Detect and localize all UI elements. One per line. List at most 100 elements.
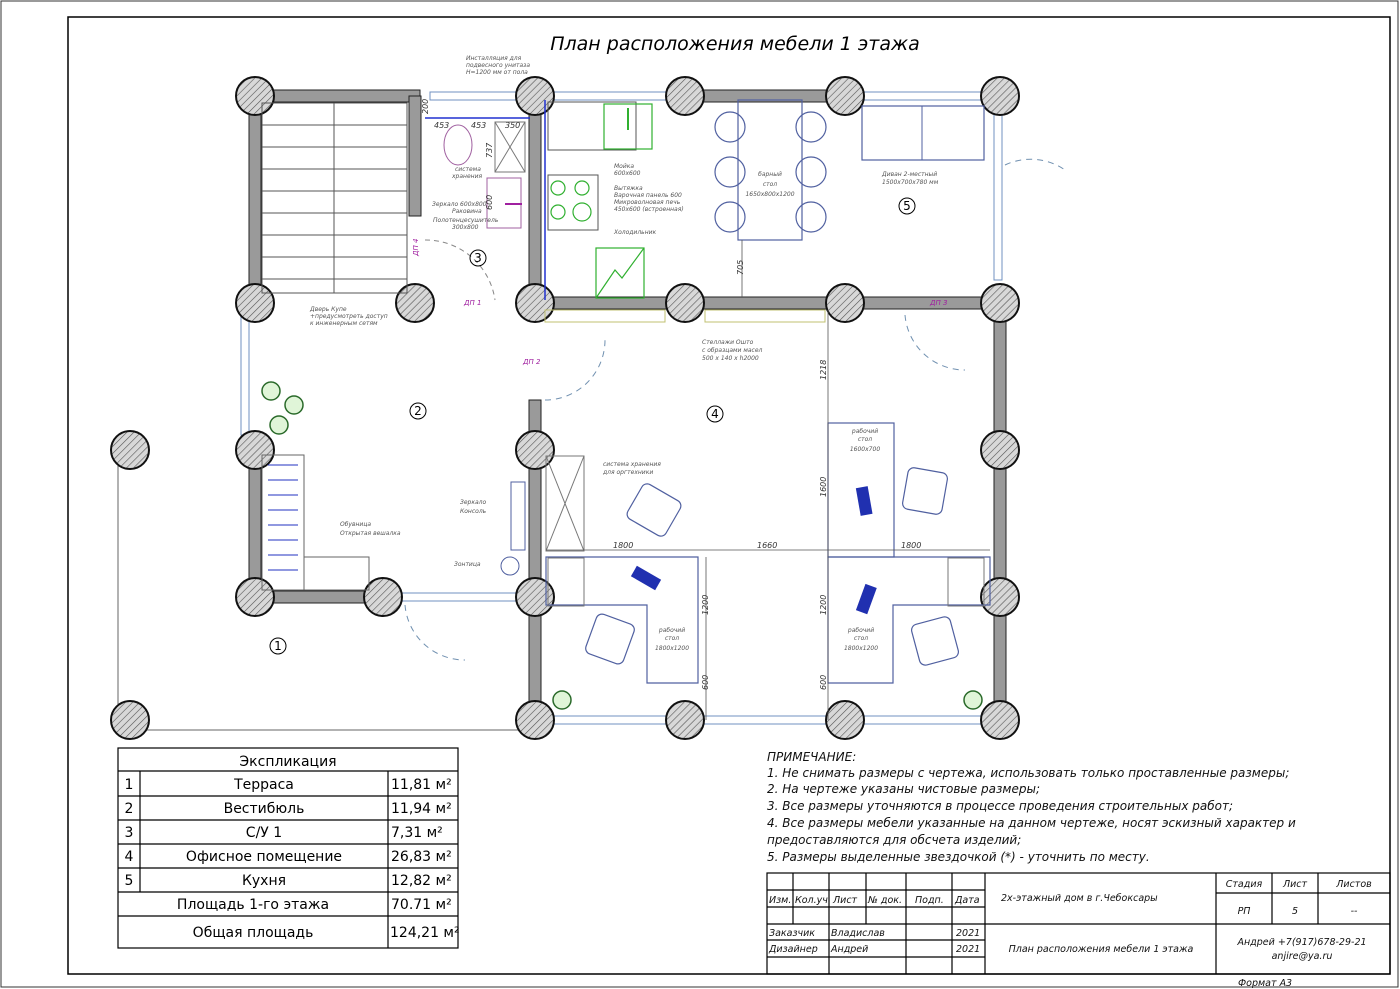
label-explication-rows-2-name: С/У 1 (246, 825, 282, 841)
label-explication-total2_label: Общая площадь (193, 925, 314, 941)
label-title_block-sheet: 5 (1292, 906, 1298, 917)
label-explication-rows-2-n: 3 (125, 825, 134, 841)
label-labels-umbrella: Зонтица (454, 561, 481, 568)
label-labels-bar_table-0: барный (758, 171, 782, 178)
label-explication-rows-1-n: 2 (125, 801, 134, 817)
title-block: Изм. Кол.уч. Лист № док. Подп. Дата 2х-э… (766, 872, 1391, 989)
label-notes-items-2: 3. Все размеры уточняются в процессе про… (767, 799, 1233, 813)
label-labels-sink-1: 600х600 (614, 170, 641, 177)
label-dimensions-d1200a: 1200 (701, 595, 710, 615)
room-number-1: 1 (274, 639, 282, 653)
label-labels-door_kupe-2: к инженерным сетям (310, 320, 378, 327)
label-labels-desk_1800-0: рабочий (847, 627, 874, 634)
label-title_block-stage: РП (1238, 906, 1251, 917)
label-title_block-designer_year: 2021 (956, 944, 980, 955)
label-explication-rows-0-name: Терраса (233, 777, 294, 793)
door-swings (404, 158, 1066, 661)
label-labels-hob-1: Варочная панель 600 (614, 192, 682, 199)
label-labels-storage_bath-0: система (455, 166, 481, 173)
label-labels-desk_1600-2: 1600х700 (850, 446, 880, 453)
label-notes-items-3: 4. Все размеры мебели указанные на данно… (767, 816, 1296, 830)
label-labels-installation-2: Н=1200 мм от пола (466, 69, 528, 76)
label-title_block-cols-4: Подп. (915, 895, 944, 906)
label-labels-desk_1600-0: рабочий (851, 428, 878, 435)
label-explication-rows-4-area: 12,82 м² (391, 873, 452, 889)
label-notes-items-0: 1. Не снимать размеры с чертежа, использ… (767, 766, 1289, 780)
label-title_block-format: Формат А3 (1238, 978, 1292, 989)
plan-title: План расположения мебели 1 этажа (550, 33, 920, 55)
wardrobe (261, 454, 370, 591)
label-explication-rows-3-area: 26,83 м² (391, 849, 452, 865)
label-dimensions-d350: 350 (505, 121, 520, 130)
sheet-title: План расположения мебели 1 этажа (1009, 944, 1194, 955)
label-dimensions-d1200b: 1200 (819, 595, 828, 615)
sofa (861, 105, 985, 161)
label-title_block-customer: Владислав (831, 928, 885, 939)
label-explication-rows-1-area: 11,94 м² (391, 801, 452, 817)
label-labels-hob-0: Вытяжка (614, 185, 643, 192)
plants (261, 381, 983, 710)
label-labels-dp3: ДП 3 (929, 299, 947, 307)
bar-table (714, 99, 827, 241)
label-notes-header: ПРИМЕЧАНИЕ: (767, 750, 856, 764)
label-notes-items-5: 5. Размеры выделенные звездочкой (*) - у… (767, 850, 1150, 864)
label-explication-rows-4-n: 5 (125, 873, 134, 889)
kitchen-fixtures (547, 101, 653, 299)
shelves (544, 309, 826, 323)
room-number-3: 3 (474, 251, 482, 265)
label-dimensions-d1218: 1218 (819, 360, 828, 380)
label-labels-shoes-0: Обувница (340, 521, 371, 528)
room-number-4: 4 (711, 407, 719, 421)
staircase (261, 102, 408, 294)
project-name: 2х-этажный дом в г.Чебоксары (1001, 893, 1158, 904)
label-title_block-stage_label: Стадия (1226, 879, 1263, 890)
explication-header: Экспликация (239, 754, 336, 770)
room-number-5: 5 (903, 199, 911, 213)
label-labels-installation-1: подвесного унитаза (466, 62, 530, 69)
label-explication-rows-0-n: 1 (125, 777, 134, 793)
label-labels-desk_1800-2: 1800х1200 (655, 645, 689, 652)
label-dimensions-d600a: 600 (701, 675, 710, 690)
label-title_block-customer_label: Заказчик (769, 928, 815, 939)
label-labels-desk_1800-2: 1800х1200 (844, 645, 878, 652)
label-labels-mirror_console-0: Зеркало (460, 499, 486, 506)
notes: ПРИМЕЧАНИЕ: 1. Не снимать размеры с черт… (767, 750, 1296, 864)
label-labels-shelves-1: с образцами масел (702, 347, 763, 354)
label-title_block-customer_year: 2021 (956, 928, 980, 939)
label-title_block-contact: Андрей +7(917)678-29-21 (1236, 937, 1366, 948)
console (510, 481, 526, 551)
label-title_block-designer: Андрей (830, 944, 868, 955)
label-labels-storage_bath-1: хранения (451, 173, 482, 180)
label-title_block-sheets_label: Листов (1335, 879, 1372, 890)
label-dimensions-d453b: 453 (471, 121, 486, 130)
room-number-2: 2 (414, 404, 422, 418)
label-explication-rows-2-area: 7,31 м² (391, 825, 443, 841)
label-labels-towel-1: 300х800 (452, 224, 479, 231)
label-labels-sofa-0: Диван 2-местный (881, 171, 937, 178)
label-labels-sink-0: Мойка (614, 163, 634, 170)
label-labels-fridge: Холодильник (613, 229, 657, 236)
label-explication-total1: 70.71 м² (391, 897, 452, 913)
label-labels-mirror_console-1: Консоль (460, 508, 487, 515)
room-markers: 1 2 3 4 5 (269, 197, 916, 655)
label-title_block-cols-3: № док. (867, 895, 902, 906)
label-labels-shelves-0: Стеллажи Ошто (702, 339, 754, 346)
dimension-lines (546, 240, 990, 720)
label-title_block-designer_label: Дизайнер (768, 944, 818, 955)
label-labels-dp4: ДП 4 (412, 239, 420, 257)
label-title_block-cols-0: Изм. (769, 895, 791, 906)
label-explication-rows-3-name: Офисное помещение (186, 849, 342, 865)
label-labels-desk_1600-1: стол (858, 436, 872, 443)
label-labels-shoes-1: Открытая вешалка (340, 530, 401, 537)
label-dimensions-d600b: 600 (819, 675, 828, 690)
label-dimensions-d1800a: 1800 (613, 541, 633, 550)
columns (110, 76, 1020, 740)
label-labels-installation-0: Инсталляция для (466, 55, 522, 62)
label-labels-dp1: ДП 1 (463, 299, 481, 307)
explication-table: Экспликация 1 Терраса 11,81 м² 2 Вестибю… (117, 747, 460, 949)
label-labels-storage_office-1: для оргтехники (602, 469, 653, 476)
label-labels-desk_1800-1: стол (665, 635, 679, 642)
label-dimensions-d600: 600 (485, 195, 494, 210)
